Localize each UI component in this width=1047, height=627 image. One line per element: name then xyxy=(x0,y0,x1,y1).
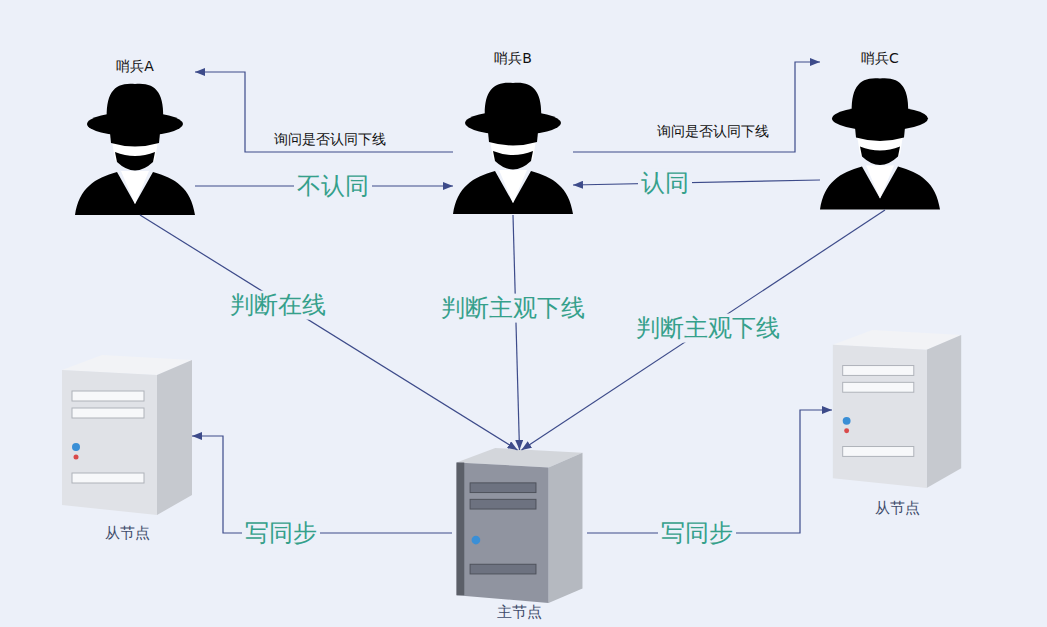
edge-label: 询问是否认同下线 xyxy=(274,131,386,148)
edge-label: 写同步 xyxy=(658,519,736,548)
edge-label: 写同步 xyxy=(242,519,320,548)
slave-node: 从节点 xyxy=(832,330,962,518)
sentinel-node: 哨兵B xyxy=(453,50,573,215)
edge-label: 判断主观下线 xyxy=(438,294,588,323)
edge-label: 判断主观下线 xyxy=(633,314,783,343)
connector xyxy=(195,72,453,152)
connector xyxy=(522,210,886,450)
sentinel-icon xyxy=(453,83,573,214)
server-icon xyxy=(457,448,583,603)
node-label: 哨兵A xyxy=(116,58,154,76)
edge-label: 判断在线 xyxy=(227,291,329,320)
connector xyxy=(192,436,452,533)
server-icon xyxy=(833,330,961,488)
connector xyxy=(140,215,518,450)
sentinel-icon xyxy=(75,84,195,215)
sentinel-node: 哨兵C xyxy=(820,50,940,210)
master-node: 主节点 xyxy=(452,448,587,622)
connector xyxy=(513,215,520,450)
sentinel-node: 哨兵A xyxy=(75,58,195,215)
node-label: 主节点 xyxy=(497,603,542,622)
node-label: 哨兵B xyxy=(494,50,532,68)
edge-label: 认同 xyxy=(638,169,692,198)
server-icon xyxy=(62,355,192,515)
node-label: 从节点 xyxy=(105,524,150,543)
connector xyxy=(587,410,832,533)
connector xyxy=(573,62,820,152)
sentinel-icon xyxy=(820,78,940,209)
slave-node: 从节点 xyxy=(62,355,192,543)
node-label: 哨兵C xyxy=(861,50,899,68)
connector xyxy=(573,180,820,185)
edge-label: 不认同 xyxy=(294,172,372,201)
edge-label: 询问是否认同下线 xyxy=(657,123,769,140)
node-label: 从节点 xyxy=(875,499,920,518)
